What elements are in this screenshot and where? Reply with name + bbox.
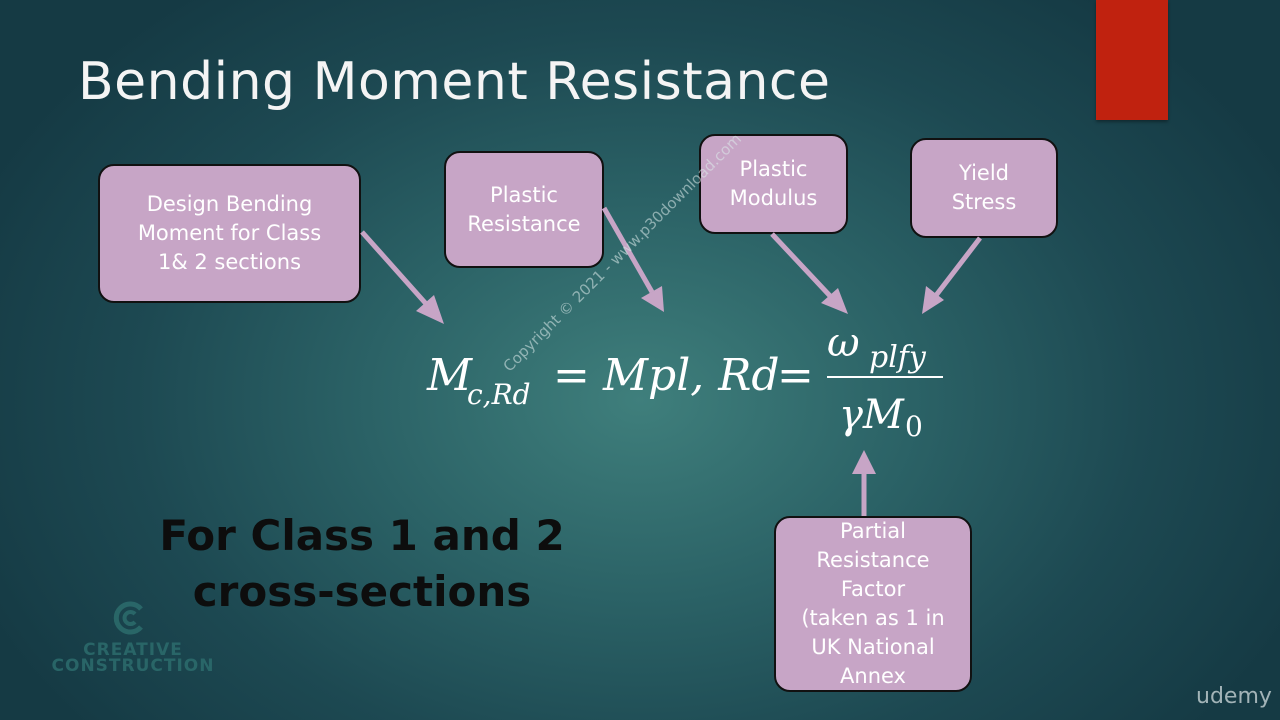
arrow-plastic-resistance-head [641, 286, 664, 312]
callout-yield-stress-label: Yield Stress [951, 161, 1017, 214]
class-note-line2: cross-sections [192, 567, 532, 616]
callout-plastic-resistance-label: Plastic Resistance [467, 182, 581, 236]
equation-fraction-bar [827, 376, 943, 378]
slide-title: Bending Moment Resistance [78, 52, 831, 112]
equation-equals-first: = [553, 350, 590, 401]
logo-text-line2: CONSTRUCTION [51, 656, 215, 676]
accent-bar [1096, 0, 1168, 120]
callout-plastic-modulus: Plastic Modulus [699, 134, 848, 234]
callout-design-bending-moment-label: Design Bending Moment for Class 1& 2 sec… [137, 192, 322, 274]
arrow-plastic-resistance [601, 206, 655, 294]
equation-numerator: ω [827, 320, 860, 366]
arrow-design-moment [360, 230, 430, 308]
callout-partial-resistance-factor: Partial Resistance Factor (taken as 1 in… [774, 516, 972, 692]
equation-equals-second: = [777, 350, 814, 401]
class-note-line1: For Class 1 and 2 [159, 511, 565, 560]
equation-lhs: M [427, 350, 473, 401]
equation-denominator: γM [839, 392, 904, 438]
arrow-plastic-modulus [770, 232, 834, 300]
callout-yield-stress: Yield Stress [910, 138, 1058, 238]
callout-design-bending-moment: Design Bending Moment for Class 1& 2 sec… [98, 164, 361, 303]
udemy-logo: udemy [1196, 684, 1272, 709]
callout-plastic-modulus-label: Plastic Modulus [729, 157, 818, 210]
equation-denominator-subscript: 0 [905, 410, 923, 443]
arrow-yield-stress [932, 236, 982, 300]
equation-middle-term: Mpl, Rd [603, 350, 780, 401]
logo-text-line1: CREATIVE [83, 640, 183, 660]
class-note: For Class 1 and 2 cross-sections [130, 508, 594, 620]
arrow-design-moment-head [416, 295, 444, 324]
bending-resistance-equation: M c,Rd = Mpl, Rd = ω plfy γM 0 [425, 320, 965, 450]
callout-partial-resistance-factor-label: Partial Resistance Factor (taken as 1 in… [801, 519, 945, 688]
equation-numerator-subscript: plfy [869, 340, 926, 375]
equation-lhs-subscript: c,Rd [467, 378, 531, 411]
arrow-yield-stress-head [922, 286, 944, 314]
arrow-partial-factor-head [852, 450, 876, 474]
callout-plastic-resistance: Plastic Resistance [444, 151, 604, 268]
logo-mark-icon [113, 601, 143, 635]
creative-construction-logo: CREATIVE CONSTRUCTION [48, 600, 218, 680]
arrow-plastic-modulus-head [821, 288, 848, 314]
